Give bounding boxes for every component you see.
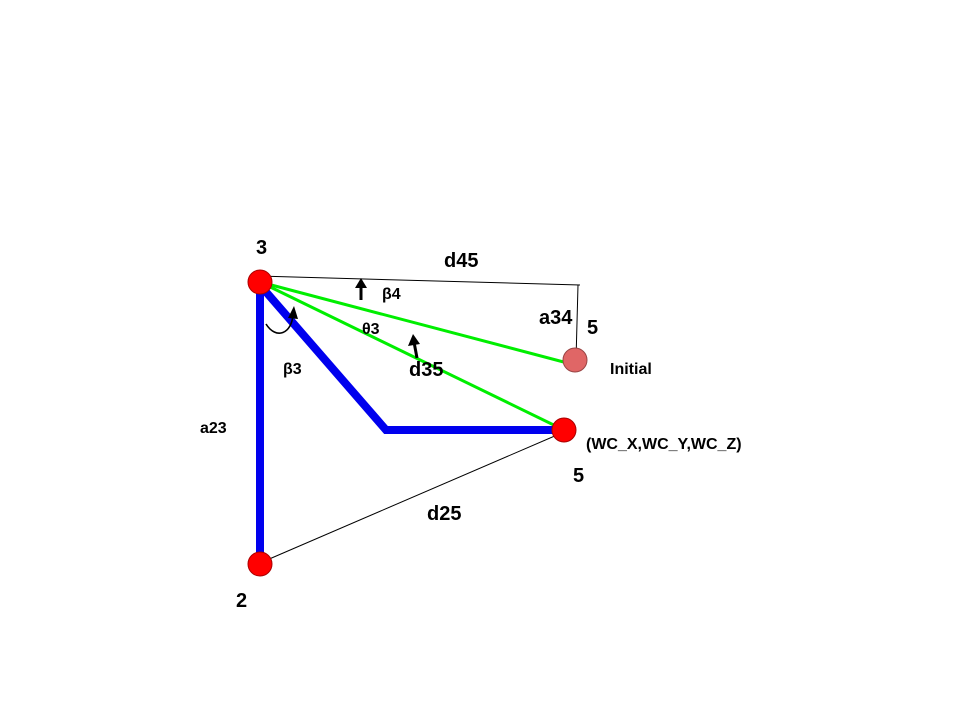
beta3-label: β3 xyxy=(283,361,302,378)
joint-5-initial xyxy=(562,347,588,373)
a23-label: a23 xyxy=(200,420,227,437)
theta3-arrowhead-icon xyxy=(408,334,420,346)
d45-label: d45 xyxy=(444,250,478,272)
d25-line xyxy=(259,431,565,564)
node-5-initial-label: 5 xyxy=(587,317,598,339)
reach-line-target xyxy=(259,280,565,432)
beta3-rotation-arrow-icon xyxy=(265,313,294,334)
a34-label: a34 xyxy=(539,307,573,329)
a34-line xyxy=(575,284,579,361)
d25-label: d25 xyxy=(427,503,461,525)
initial-label: Initial xyxy=(610,361,652,378)
d45-line xyxy=(257,275,581,286)
beta3-rotation-arrowhead-icon xyxy=(288,306,298,319)
blue-link-chain xyxy=(256,274,564,563)
joint-3 xyxy=(247,269,273,295)
wc-coordinates-label: (WC_X,WC_Y,WC_Z) xyxy=(586,436,742,453)
beta4-label: β4 xyxy=(382,286,401,303)
joint-2 xyxy=(247,551,273,577)
beta4-arrowhead-icon xyxy=(355,278,367,288)
joint-5-target xyxy=(551,417,577,443)
node-3-label: 3 xyxy=(256,237,267,259)
reach-line-initial xyxy=(259,280,576,367)
node-5-target-label: 5 xyxy=(573,465,584,487)
node-2-label: 2 xyxy=(236,590,247,612)
d35-label: d35 xyxy=(409,359,443,381)
theta3-label: θ3 xyxy=(362,321,380,338)
